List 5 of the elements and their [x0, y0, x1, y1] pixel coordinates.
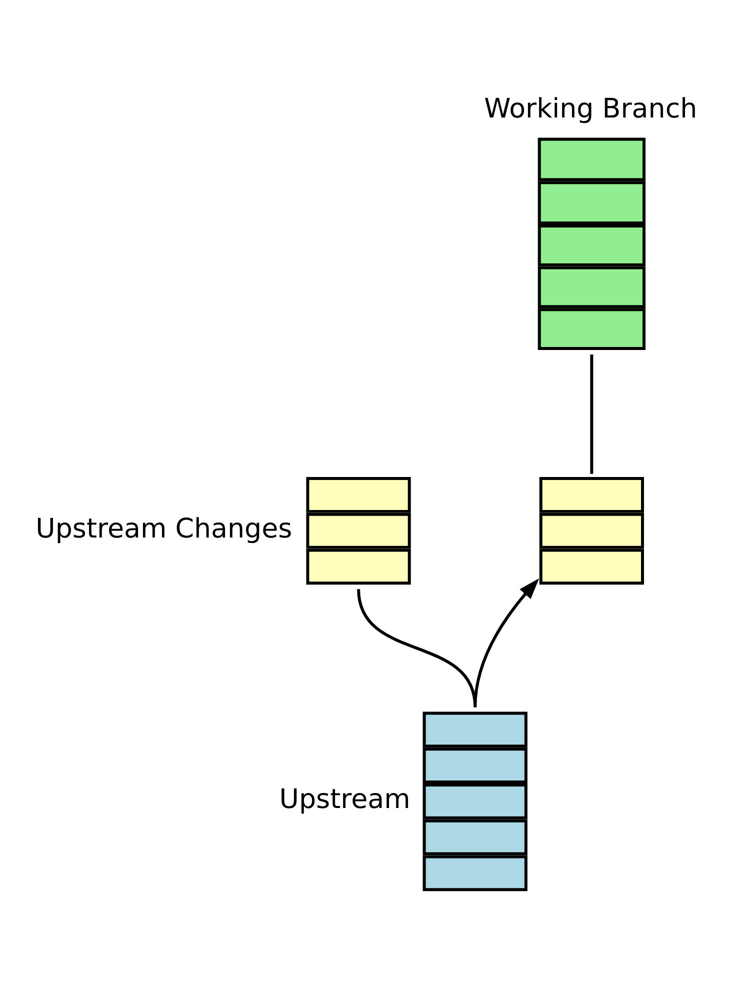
node-label: Upstream — [279, 784, 410, 815]
arrow — [474, 578, 540, 708]
node-label: Upstream Changes — [36, 513, 292, 544]
connector — [590, 354, 594, 474]
node-label: Working Branch — [484, 93, 698, 124]
